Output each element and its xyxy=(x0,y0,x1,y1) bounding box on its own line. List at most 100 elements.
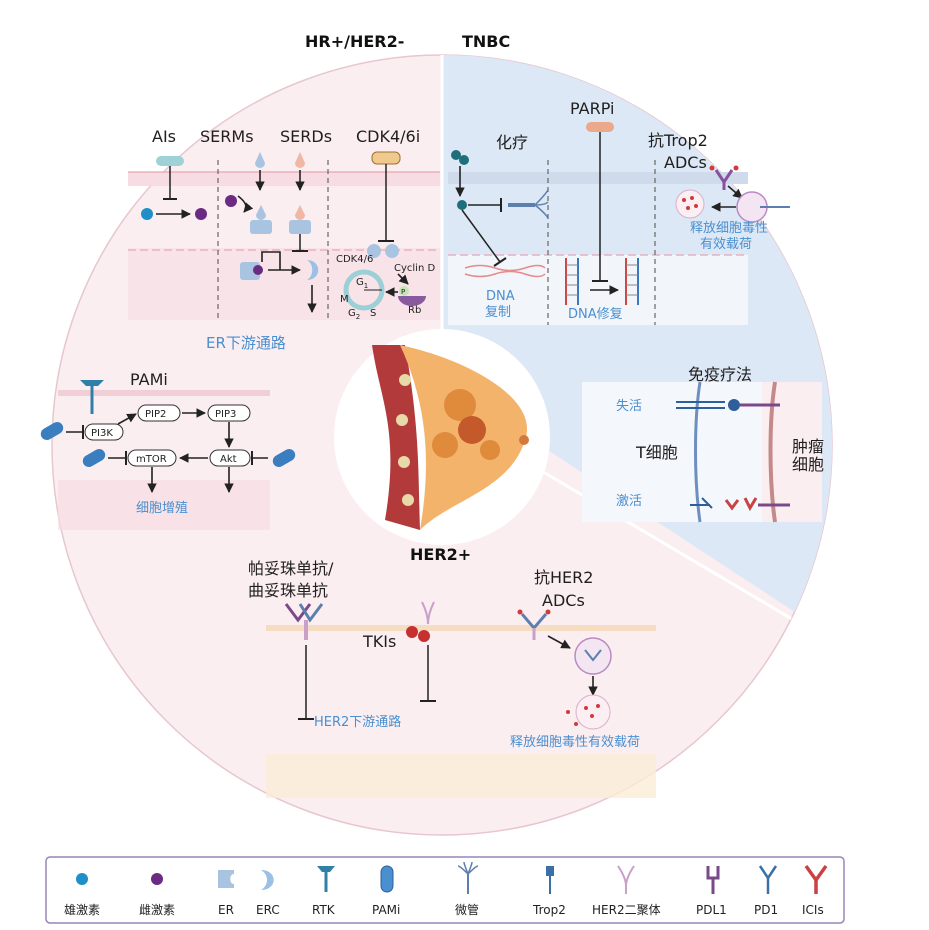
label-her2-downstream: HER2下游通路 xyxy=(314,714,401,730)
her2-dimer-icon xyxy=(617,865,635,894)
label-cyclin-d: Cyclin D xyxy=(394,263,435,274)
icis-icon xyxy=(804,864,828,894)
legend-label-icis: ICIs xyxy=(802,903,824,917)
microtubule-cluster xyxy=(508,189,549,219)
her2-adc-icon xyxy=(517,609,551,640)
pami-pill-left-bottom xyxy=(82,449,106,467)
label-immunotherapy: 免疫疗法 xyxy=(688,365,752,384)
pdl1-icon xyxy=(706,866,720,894)
label-active: 激活 xyxy=(616,494,642,509)
dna-ladder-left xyxy=(565,258,579,305)
label-dna-repair: DNA修复 xyxy=(568,307,623,322)
label-ais: AIs xyxy=(152,127,176,146)
label-inactive: 失活 xyxy=(616,399,642,414)
label-mab-2: 曲妥珠单抗 xyxy=(248,581,328,600)
heading-hr-her2neg: HR+/HER2- xyxy=(305,32,404,51)
serd-drug-icon xyxy=(295,152,305,168)
legend-label-rtk: RTK xyxy=(312,903,336,917)
label-tcell: T细胞 xyxy=(635,443,678,462)
heading-tnbc: TNBC xyxy=(462,32,510,51)
legend-label-her2-dimer: HER2二聚体 xyxy=(592,903,661,917)
label-release-payload-1: 释放细胞毒性 xyxy=(690,221,768,236)
label-pi3k: PI3K xyxy=(91,428,113,439)
legend: 雄激素 雌激素 ER ERC RTK PAMi 微管 Trop2 HER2二聚体… xyxy=(45,856,845,924)
trop2-icon xyxy=(546,866,554,894)
erc-receptor xyxy=(307,260,319,280)
label-pami: PAMi xyxy=(130,370,168,389)
androgen-icon xyxy=(141,208,153,220)
label-g2-sub: 2 xyxy=(356,313,360,321)
erc-icon xyxy=(261,870,274,890)
pami-panel: PAMi PI3K PIP2 PIP3 mTOR Akt xyxy=(40,370,296,530)
label-cdk46i: CDK4/6i xyxy=(356,127,420,146)
estrogen-icon xyxy=(195,208,207,220)
rtk-icon xyxy=(80,380,104,414)
legend-label-microtubule: 微管 xyxy=(455,902,479,917)
rb-protein xyxy=(398,296,426,306)
heading-her2pos: HER2+ xyxy=(410,545,471,564)
label-her2-release: 释放细胞毒性有效载荷 xyxy=(510,735,640,750)
legend-label-pami: PAMi xyxy=(372,903,400,917)
svg-text:G2: G2 xyxy=(348,308,360,321)
ai-drug-icon xyxy=(156,156,184,166)
label-mtor: mTOR xyxy=(136,454,167,465)
legend-label-trop2: Trop2 xyxy=(532,903,566,917)
label-cdk46: CDK4/6 xyxy=(336,254,373,265)
label-serms: SERMs xyxy=(200,127,254,146)
label-er-pathway: ER下游通路 xyxy=(206,334,286,352)
immuno-panel: 免疫疗法 失活 T细胞 激活 肿瘤 细胞 xyxy=(582,365,824,523)
estrogen-icon xyxy=(151,873,163,885)
parpi-drug-icon xyxy=(586,122,614,132)
microtubule-icon xyxy=(457,861,479,894)
label-her2-adc-1: 抗HER2 xyxy=(534,568,593,587)
breast-illustration xyxy=(334,329,550,545)
label-dna-replication-2: 复制 xyxy=(485,305,511,320)
trop2-adc-icon xyxy=(709,165,739,190)
label-rb: Rb xyxy=(408,305,421,316)
rtk-icon xyxy=(317,866,335,892)
legend-label-estrogen: 雌激素 xyxy=(139,902,175,917)
androgen-icon xyxy=(76,873,88,885)
label-g1-sub: 1 xyxy=(364,282,368,290)
antibody-on-her2 xyxy=(284,603,324,640)
her2-panel: 帕妥珠单抗/ 曲妥珠单抗 TKIs 抗HER2 ADCs HER2下游通路 xyxy=(248,559,656,798)
label-trop2-adc-2: ADCs xyxy=(664,153,707,172)
pami-icon xyxy=(380,865,394,893)
label-akt: Akt xyxy=(220,454,237,465)
legend-label-pd1: PD1 xyxy=(754,903,778,917)
label-her2-adc-2: ADCs xyxy=(542,591,585,610)
legend-label-androgen: 雄激素 xyxy=(64,902,100,917)
label-tumor-1: 肿瘤 xyxy=(792,437,824,456)
legend-label-erc: ERC xyxy=(256,903,280,917)
label-chemo: 化疗 xyxy=(496,133,528,152)
label-tumor-2: 细胞 xyxy=(792,455,824,474)
serm-drug-icon xyxy=(255,152,265,168)
label-g2: G xyxy=(348,308,356,319)
label-p: P xyxy=(401,288,405,296)
cdk46i-drug-icon xyxy=(371,151,401,165)
pami-pill-left-top xyxy=(40,422,64,440)
label-g1: G xyxy=(356,277,364,288)
label-proliferation: 细胞增殖 xyxy=(136,500,188,516)
label-parpi: PARPi xyxy=(570,99,614,118)
hr-panel: AIs SERMs SERDs CDK4/6i xyxy=(128,127,440,352)
er-receptor xyxy=(250,220,272,234)
label-mab-1: 帕妥珠单抗/ xyxy=(248,559,334,578)
pami-pill-right xyxy=(272,449,296,467)
er-icon xyxy=(218,870,234,888)
label-m: M xyxy=(340,294,349,305)
svg-text:G1: G1 xyxy=(356,277,368,290)
dna-ladder-right xyxy=(625,258,639,305)
label-pip2: PIP2 xyxy=(145,409,166,420)
pd1-icon xyxy=(758,865,778,894)
label-serds: SERDs xyxy=(280,127,332,146)
label-release-payload-2: 有效载荷 xyxy=(700,237,752,252)
legend-label-er: ER xyxy=(218,903,234,917)
label-s: S xyxy=(370,308,376,319)
label-pip3: PIP3 xyxy=(215,409,236,420)
label-trop2-adc-1: 抗Trop2 xyxy=(648,131,708,150)
legend-label-pdl1: PDL1 xyxy=(696,903,727,917)
label-dna-replication-1: DNA xyxy=(486,289,515,304)
tnbc-panel: 化疗 PARPi 抗Trop2 ADCs DNA 复制 xyxy=(448,99,790,325)
